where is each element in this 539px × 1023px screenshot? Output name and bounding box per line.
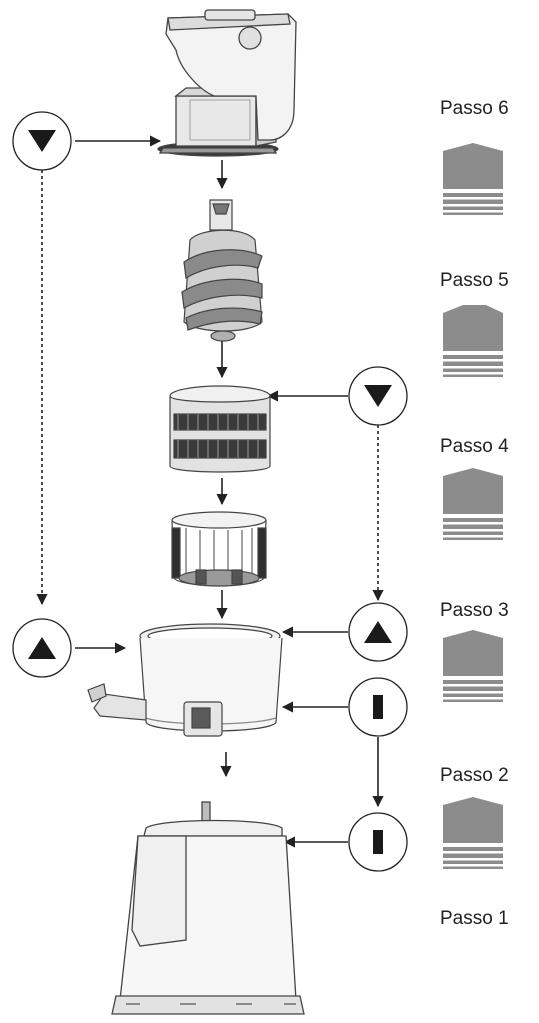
strainer (169, 385, 271, 473)
step-label-6: Passo 6 (440, 98, 509, 119)
auger (181, 199, 263, 342)
step-label-4: Passo 4 (440, 436, 509, 457)
triangle-down-marker-icon (12, 111, 72, 171)
step-indicator-icon (443, 797, 503, 869)
bowl-with-spout (87, 623, 283, 737)
bar-marker-icon (348, 812, 408, 872)
step-label-5: Passo 5 (440, 270, 509, 291)
step-indicator-icon (443, 305, 503, 377)
step-indicator-icon (443, 468, 503, 540)
step-indicator-icon (443, 143, 503, 215)
lid-with-hopper (157, 9, 297, 157)
step-label-2: Passo 2 (440, 765, 509, 786)
bar-marker-icon (348, 677, 408, 737)
step-label-1: Passo 1 (440, 908, 509, 929)
triangle-up-marker-icon (348, 602, 408, 662)
step-indicator-icon (443, 630, 503, 702)
motor-base (111, 801, 305, 1015)
connector-lines (36, 135, 384, 848)
step-label-3: Passo 3 (440, 600, 509, 621)
rotating-brush (171, 511, 267, 587)
triangle-up-marker-icon (12, 618, 72, 678)
triangle-down-marker-icon (348, 366, 408, 426)
